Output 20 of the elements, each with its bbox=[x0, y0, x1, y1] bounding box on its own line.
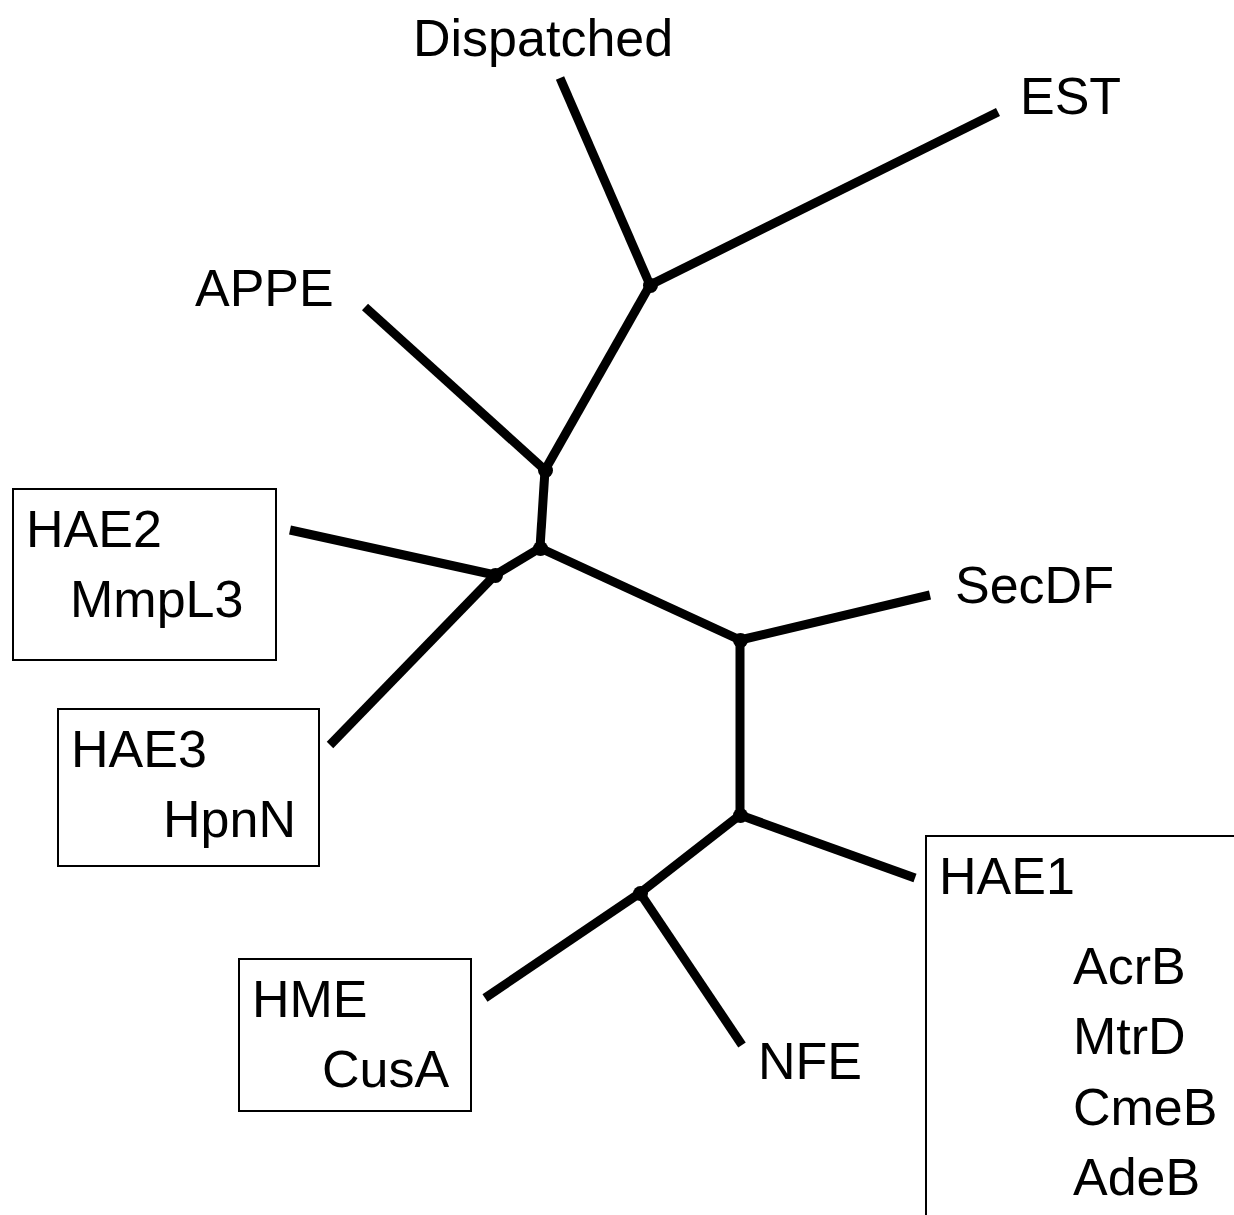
clade-label: HAE1 bbox=[939, 846, 1076, 907]
clade-label: HAE3 bbox=[71, 719, 208, 780]
protein-label: MtrD bbox=[1072, 1006, 1187, 1068]
clade-label: HME bbox=[252, 969, 369, 1030]
clade-label: APPE bbox=[195, 260, 334, 318]
protein-label: MmpL3 bbox=[69, 569, 245, 631]
protein-label: AdeB bbox=[1072, 1146, 1202, 1208]
clade-label: SecDF bbox=[955, 557, 1114, 615]
protein-label: AcrB bbox=[1072, 936, 1187, 998]
protein-label: HpnN bbox=[162, 789, 297, 851]
clade-label: EST bbox=[1020, 68, 1122, 126]
clade-box bbox=[238, 958, 472, 1112]
protein-label: CmeB bbox=[1072, 1076, 1219, 1138]
protein-label: CusA bbox=[321, 1039, 451, 1101]
clade-box bbox=[57, 708, 320, 867]
clade-box bbox=[12, 488, 277, 661]
clade-label: NFE bbox=[758, 1033, 862, 1091]
clade-box bbox=[925, 835, 1234, 1215]
clade-label: Dispatched bbox=[413, 10, 674, 68]
clade-label: HAE2 bbox=[26, 499, 163, 560]
